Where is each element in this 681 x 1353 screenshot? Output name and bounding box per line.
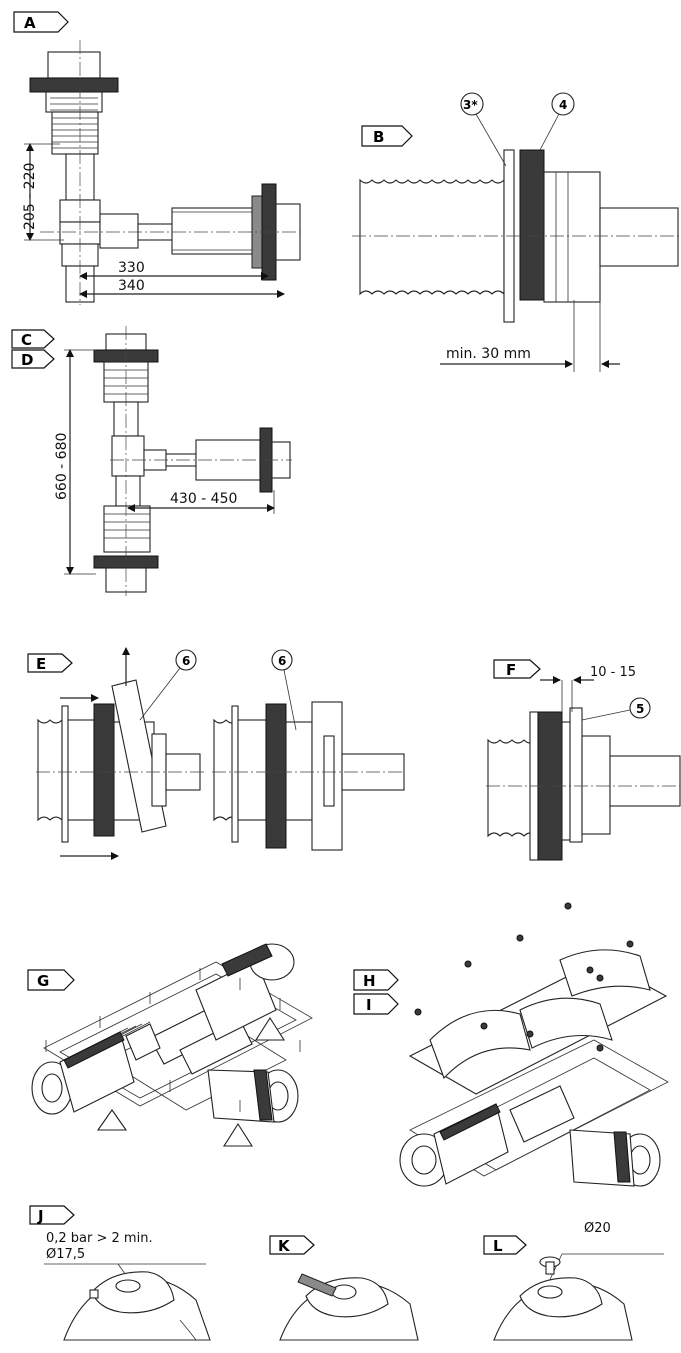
panel-tag-h: H: [353, 969, 399, 991]
panel-tag-j: J: [29, 1205, 75, 1225]
callout-6-left: 6: [139, 649, 197, 721]
panel-tag-h-text: H: [363, 972, 376, 990]
dim-330: 330: [118, 260, 145, 276]
dim-10-15: 10 - 15: [590, 665, 636, 680]
assembly-drawing-a: [29, 40, 301, 305]
dimension-horizontal-a: 330 340: [79, 260, 285, 298]
panel-tag-a: A: [13, 11, 69, 33]
dimension-min-b: min. 30 mm: [440, 300, 620, 372]
callout-4: 4: [539, 92, 575, 151]
panel-tag-a-text: A: [24, 14, 36, 32]
callout-5: 5: [581, 697, 651, 721]
panel-b: B 3* 4 min. 30 mm: [352, 92, 680, 372]
panel-h-i: H I: [353, 902, 669, 1187]
assembly-drawing-c-d: [93, 326, 292, 596]
panel-tag-c: C: [11, 329, 55, 349]
dimension-gap-f: 10 - 15: [540, 665, 636, 712]
dimension-horizontal-d: 430 - 450: [127, 490, 275, 514]
assembly-drawing-e-left: [36, 647, 204, 860]
panel-c-d: C D 660 - 6: [11, 326, 292, 596]
detail-drawing-k: [279, 1273, 419, 1341]
dim-660-680: 660 - 680: [54, 433, 70, 500]
callout-3-text: 3*: [463, 98, 478, 112]
panel-a: A: [13, 11, 301, 305]
panel-f: F 10 - 15 5: [486, 659, 681, 861]
panel-k: K: [269, 1235, 419, 1341]
panel-tag-j-text: J: [37, 1207, 44, 1225]
callout-6b-text: 6: [278, 654, 286, 668]
pressure-note: 0,2 bar > 2 min.: [46, 1231, 153, 1246]
panel-tag-e: E: [27, 653, 73, 673]
panel-tag-f: F: [493, 659, 541, 679]
dimension-vertical-d: 660 - 680: [54, 349, 96, 575]
panel-l: L Ø20: [483, 1221, 664, 1341]
detail-drawing-j: [44, 1263, 211, 1341]
panel-tag-l: L: [483, 1235, 527, 1255]
panel-tag-k-text: K: [278, 1237, 291, 1255]
detail-drawing-l: [493, 1253, 664, 1341]
assembly-drawing-e-right: [212, 701, 405, 851]
panel-tag-g: G: [27, 969, 75, 991]
assembly-drawing-f: [486, 707, 681, 861]
panel-tag-i: I: [353, 993, 399, 1015]
callout-4-text: 4: [559, 98, 567, 112]
callout-5-text: 5: [636, 702, 644, 716]
panel-tag-l-text: L: [493, 1237, 503, 1255]
callout-6a-text: 6: [182, 654, 190, 668]
panel-tag-k: K: [269, 1235, 315, 1255]
panel-tag-b-text: B: [373, 128, 384, 146]
panel-g: G: [27, 943, 313, 1147]
panel-tag-i-text: I: [366, 996, 372, 1014]
panel-tag-d: D: [11, 349, 55, 369]
diameter-20: Ø20: [584, 1221, 611, 1236]
isometric-drawing-h-i: [399, 902, 669, 1187]
callout-3: 3*: [460, 92, 507, 167]
warning-triangles-g: [96, 1016, 286, 1147]
panel-j: J 0,2 bar > 2 min. Ø17,5: [29, 1205, 211, 1341]
isometric-drawing-g: [31, 943, 313, 1123]
diameter-17-5: Ø17,5: [46, 1247, 85, 1262]
panel-tag-g-text: G: [37, 972, 49, 990]
callout-6-right: 6: [271, 649, 297, 731]
panel-tag-e-text: E: [36, 655, 46, 673]
panel-tag-c-text: C: [21, 331, 32, 349]
dimension-vertical-a: 205 - 220: [22, 143, 64, 241]
panel-e: E 6: [27, 647, 405, 860]
panel-tag-d-text: D: [21, 351, 33, 369]
dim-min-30mm: min. 30 mm: [446, 346, 531, 362]
dim-430-450: 430 - 450: [170, 491, 237, 507]
panel-tag-f-text: F: [506, 661, 516, 679]
dim-340: 340: [118, 278, 145, 294]
assembly-drawing-b: [352, 149, 680, 323]
panel-tag-b: B: [361, 125, 413, 147]
dim-205-220: 205 - 220: [22, 163, 38, 230]
